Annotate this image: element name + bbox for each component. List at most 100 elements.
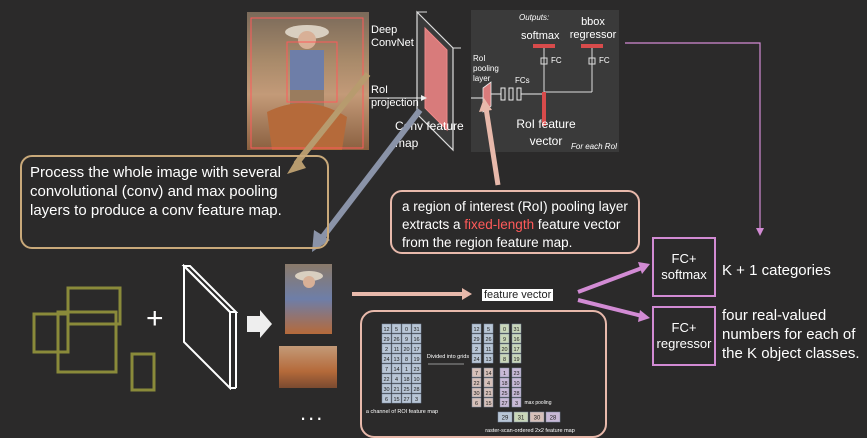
divided-cell bbox=[483, 333, 494, 344]
divided-cell bbox=[511, 333, 522, 344]
grid-cell-value: 29 bbox=[383, 337, 389, 343]
grid-cell bbox=[411, 373, 422, 384]
grid-cell-value: 30 bbox=[383, 387, 389, 393]
fc-regressor-box: FC+ regressor bbox=[652, 306, 716, 366]
softmax-label: softmax bbox=[521, 30, 560, 42]
grid-cell bbox=[381, 393, 392, 404]
divided-cell bbox=[483, 387, 494, 398]
divided-cell-value: 23 bbox=[513, 371, 519, 377]
grid-cell bbox=[381, 373, 392, 384]
fc-softmax-line2: softmax bbox=[661, 267, 707, 282]
grid-cell-value: 17 bbox=[413, 347, 419, 353]
roi-crop-1 bbox=[285, 264, 332, 334]
divided-cell bbox=[471, 343, 482, 354]
fc-regressor-line2: regressor bbox=[656, 336, 712, 351]
grid-cell bbox=[391, 353, 402, 364]
divided-cell-value: 8 bbox=[503, 357, 506, 363]
grid-cell bbox=[381, 343, 392, 354]
grid-cell bbox=[381, 383, 392, 394]
bbox-regressor-label: bbox regressor bbox=[569, 16, 617, 41]
roi-crop-2 bbox=[279, 346, 337, 388]
grid-cell bbox=[411, 393, 422, 404]
grid-cell-value: 5 bbox=[395, 327, 398, 333]
grid-cell-value: 0 bbox=[405, 327, 408, 333]
divided-cell-value: 17 bbox=[513, 347, 519, 353]
divided-cell-value: 3 bbox=[515, 401, 518, 407]
divided-cell bbox=[471, 333, 482, 344]
divided-cell-value: 6 bbox=[475, 401, 478, 407]
grid-cell-value: 31 bbox=[413, 327, 419, 333]
grid-cell bbox=[401, 333, 412, 344]
divided-cell-value: 9 bbox=[503, 337, 506, 343]
grid-cell-value: 12 bbox=[383, 327, 389, 333]
grid-cell-value: 11 bbox=[394, 347, 400, 353]
grid-cell bbox=[411, 383, 422, 394]
grid-cell bbox=[381, 323, 392, 334]
grid-cell-value: 16 bbox=[413, 337, 419, 343]
divided-cell bbox=[483, 397, 494, 408]
roi-callout-text-pre: a region of interest (RoI) pooling layer… bbox=[402, 199, 628, 232]
grid-cell bbox=[411, 323, 422, 334]
grid-cell-value: 14 bbox=[393, 367, 399, 373]
divided-cell-value: 11 bbox=[486, 347, 492, 353]
roi-pooling-callout: a region of interest (RoI) pooling layer… bbox=[390, 190, 640, 254]
divided-cell bbox=[483, 343, 494, 354]
grid-cell-value: 20 bbox=[403, 347, 409, 353]
grid-cell bbox=[401, 353, 412, 364]
region-proposals-boxes bbox=[32, 286, 156, 392]
grid-cell-value: 1 bbox=[405, 367, 408, 373]
divided-cell-value: 10 bbox=[513, 381, 519, 387]
divided-cell bbox=[511, 377, 522, 388]
divided-cell-value: 30 bbox=[473, 391, 479, 397]
grid-cell bbox=[401, 393, 412, 404]
divided-cell-value: 16 bbox=[513, 337, 519, 343]
roi-feature-vector-label: RoI feature vector bbox=[516, 117, 576, 148]
grid-cell-value: 22 bbox=[383, 377, 389, 383]
divided-cell-value: 21 bbox=[485, 391, 491, 397]
divided-cell-value: 26 bbox=[485, 337, 491, 343]
result-cell-value: 30 bbox=[534, 416, 541, 422]
divided-cell bbox=[499, 323, 510, 334]
grid-cell-value: 2 bbox=[385, 347, 388, 353]
grid-cell bbox=[401, 363, 412, 374]
grid-cell bbox=[391, 323, 402, 334]
divided-cell-value: 28 bbox=[513, 391, 519, 397]
divided-cell bbox=[471, 353, 482, 364]
divided-cell-value: 7 bbox=[475, 371, 478, 377]
divided-cell bbox=[499, 343, 510, 354]
top-figure: Deep ConvNet RoI projection Conv feature… bbox=[245, 10, 620, 152]
divided-cell bbox=[499, 397, 510, 408]
grid-cell-value: 13 bbox=[393, 357, 399, 363]
divided-cell-value: 12 bbox=[473, 327, 479, 333]
divided-cell-value: 27 bbox=[501, 401, 507, 407]
divided-cell bbox=[471, 367, 482, 378]
grid-cell bbox=[401, 383, 412, 394]
result-cell-value: 29 bbox=[502, 416, 509, 422]
result-cell bbox=[545, 411, 561, 423]
regressor-output-text: four real-valued numbers for each of the… bbox=[722, 307, 860, 362]
grid-cell-value: 24 bbox=[383, 357, 389, 363]
divided-cell-value: 25 bbox=[501, 391, 507, 397]
grid-cell-value: 15 bbox=[393, 397, 399, 403]
roi-head-panel: Outputs: softmax bbox regressor FC FC Ro… bbox=[471, 10, 619, 152]
grid-cell-value: 23 bbox=[413, 367, 419, 373]
deep-convnet-label: Deep ConvNet bbox=[371, 24, 414, 49]
grid-cell-value: 28 bbox=[413, 387, 419, 393]
divided-cell bbox=[499, 333, 510, 344]
divided-cell bbox=[471, 397, 482, 408]
left-caption: a channel of ROI feature map bbox=[366, 409, 438, 415]
grid-cell bbox=[411, 333, 422, 344]
grid-cell-value: 21 bbox=[393, 387, 399, 393]
fc-regressor-line1: FC+ bbox=[671, 320, 697, 335]
right-caption: raster-scan-ordered 2x2 feature map bbox=[485, 428, 575, 434]
grid-cell-value: 26 bbox=[393, 337, 399, 343]
fc-softmax-box: FC+ softmax bbox=[652, 237, 716, 297]
divided-cell-value: 4 bbox=[487, 381, 490, 387]
divided-cell-value: 1 bbox=[503, 371, 506, 377]
divided-cell-value: 22 bbox=[473, 381, 479, 387]
divided-cell bbox=[483, 353, 494, 364]
divided-cell bbox=[511, 353, 522, 364]
ellipsis: ... bbox=[300, 400, 325, 425]
roi-callout-highlight: fixed-length bbox=[464, 217, 535, 232]
